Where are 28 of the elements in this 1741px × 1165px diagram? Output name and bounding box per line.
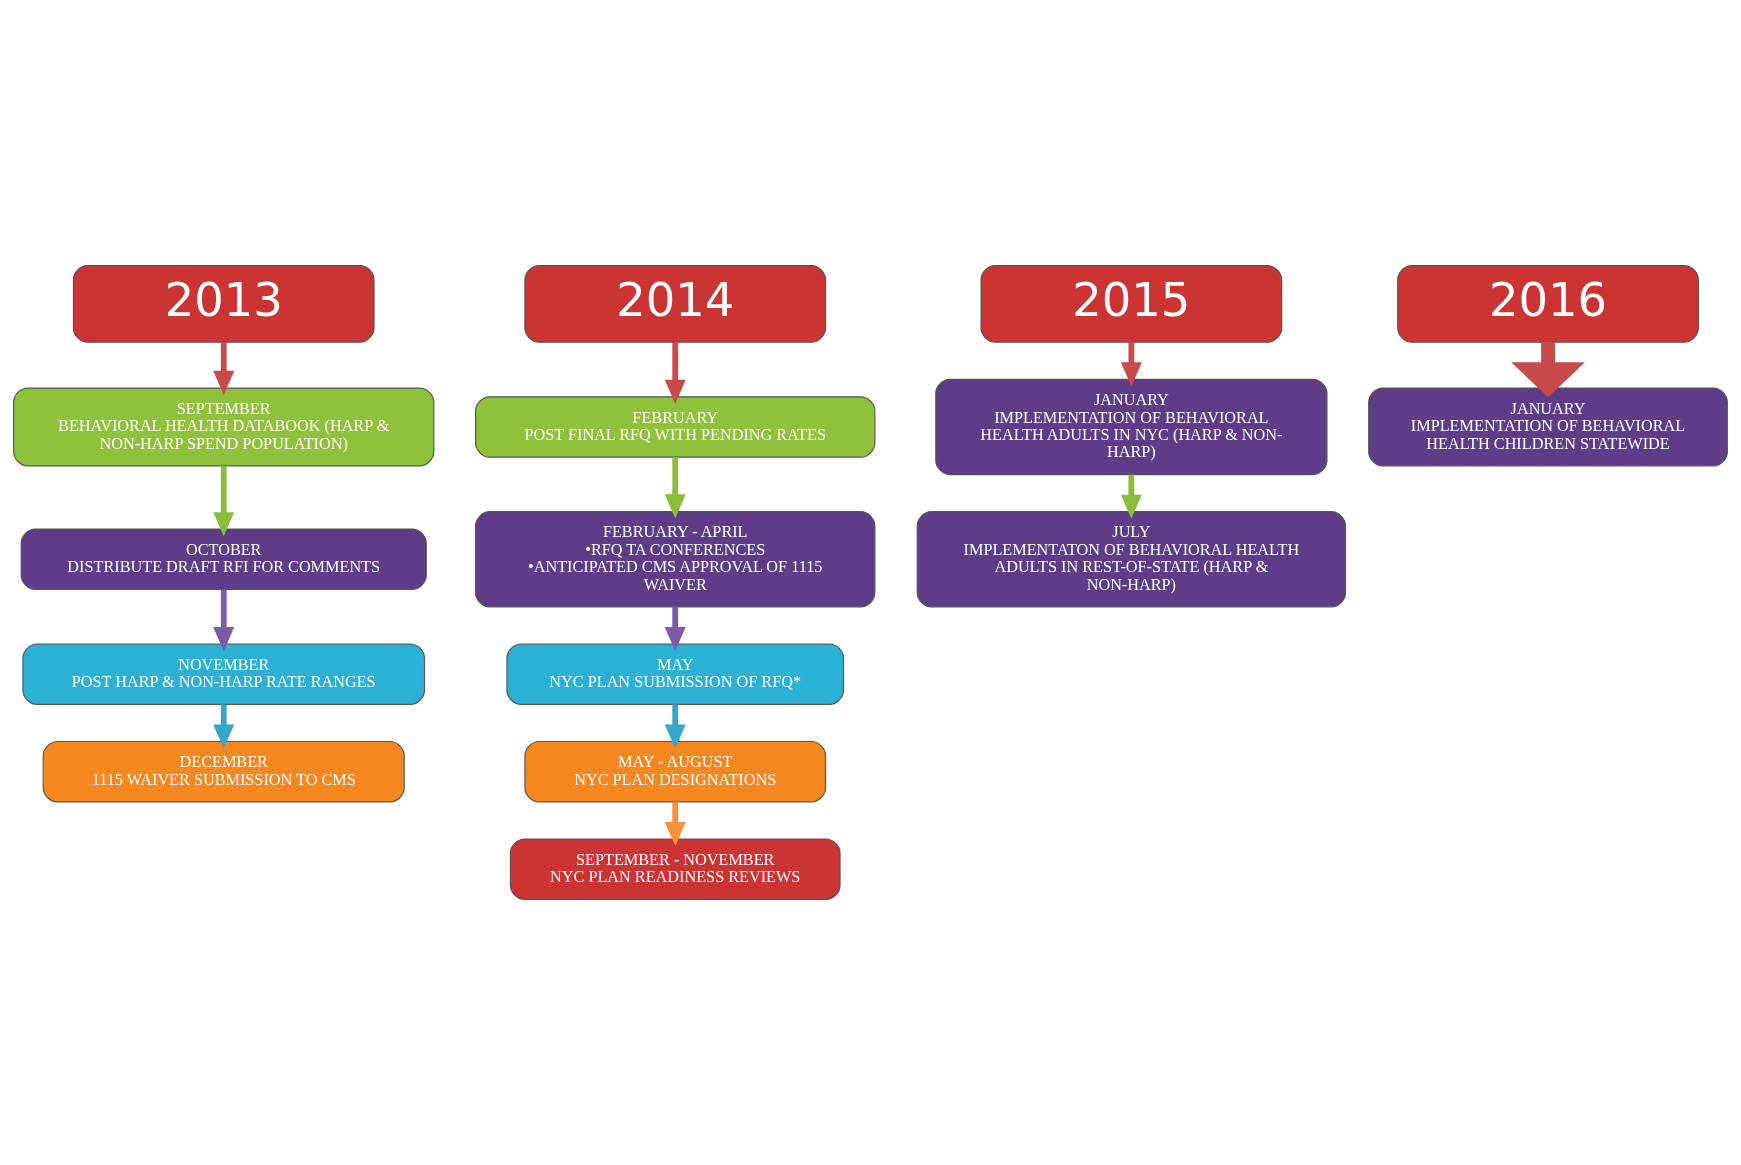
arrow bbox=[1120, 342, 1142, 387]
node-box: MAY - AUGUST NYC PLAN DESIGNATIONS bbox=[524, 740, 827, 803]
node-box: SEPTEMBER BEHAVIORAL HEALTH DATABOOK (HARP & NON-HARP SPEND POPULATION) bbox=[13, 387, 435, 467]
arrow bbox=[1120, 474, 1142, 519]
arrow bbox=[1511, 342, 1585, 398]
arrow bbox=[664, 801, 686, 847]
arrow bbox=[213, 589, 235, 652]
arrow bbox=[664, 457, 686, 519]
arrow bbox=[664, 342, 686, 404]
node-box: 2016 bbox=[1397, 265, 1699, 343]
node-box: DECEMBER 1115 WAIVER SUBMISSION TO CMS bbox=[42, 740, 405, 803]
node-box: JANUARY IMPLEMENTATION OF BEHAVIORAL HEALTH CHILDREN STATEWIDE bbox=[1368, 387, 1728, 467]
node-box: FEBRUARY POST FINAL RFQ WITH PENDING RATES bbox=[475, 396, 876, 458]
node-box: 2013 bbox=[72, 265, 375, 343]
arrow bbox=[213, 342, 235, 395]
node-box: JULY IMPLEMENTATON OF BEHAVIORAL HEALTH ADULTS IN REST-OF-STATE (HARP & NON-HARP) bbox=[916, 511, 1347, 608]
node-box: SEPTEMBER - NOVEMBER NYC PLAN READINESS REVIEWS bbox=[509, 838, 841, 900]
node-box: FEBRUARY - APRIL •RFQ TA CONFERENCES •ANTICIPATED CMS APPROVAL OF 1115 WAIVER bbox=[475, 511, 876, 608]
arrow bbox=[664, 606, 686, 651]
arrow bbox=[664, 704, 686, 749]
arrow bbox=[213, 466, 235, 537]
node-box: 2015 bbox=[980, 265, 1283, 343]
node-box: MAY NYC PLAN SUBMISSION OF RFQ* bbox=[506, 643, 845, 705]
arrow bbox=[213, 704, 235, 749]
node-box: JANUARY IMPLEMENTATION OF BEHAVIORAL HEALTH ADULTS IN NYC (HARP & NON-HARP) bbox=[935, 378, 1328, 476]
node-box: OCTOBER DISTRIBUTE DRAFT RFI FOR COMMENTS bbox=[20, 528, 427, 591]
node-box: NOVEMBER POST HARP & NON-HARP RATE RANGES bbox=[22, 643, 426, 705]
node-box: 2014 bbox=[524, 265, 827, 343]
